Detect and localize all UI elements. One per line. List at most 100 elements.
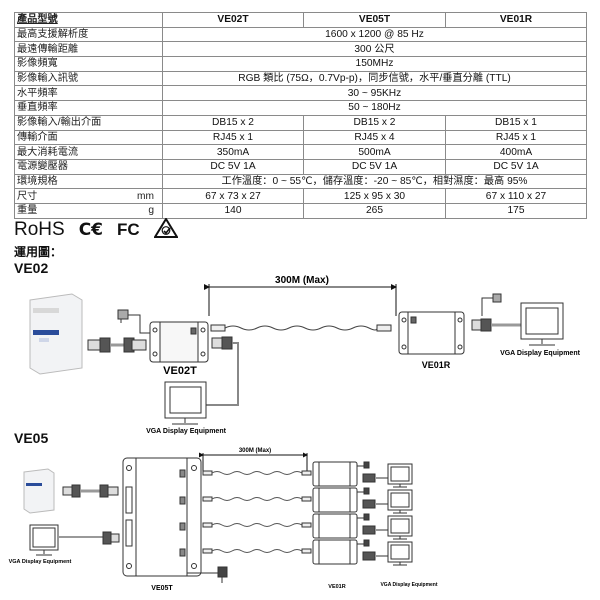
ve05t-device xyxy=(122,457,202,577)
ve02-title: VE02 xyxy=(14,260,49,276)
spec-label-text: 尺寸 xyxy=(17,190,38,202)
pc-tower-icon xyxy=(23,468,55,514)
spec-label-text: 重量 xyxy=(17,205,38,217)
spec-value: 125 x 95 x 30 xyxy=(303,188,446,204)
ve02t-label: VE02T xyxy=(163,365,197,377)
ve01r-device xyxy=(398,311,465,355)
certification-logos: RoHS C€ FC xyxy=(14,216,179,243)
monitor-icon xyxy=(387,489,413,514)
spec-label-text: 水平頻率 xyxy=(17,87,58,99)
spec-label-text: 影像輸入/輸出介面 xyxy=(17,117,102,129)
spec-label: 最高支援解析度 xyxy=(14,26,163,43)
ce-logo: C€ xyxy=(78,220,103,240)
header-label: 產品型號 xyxy=(14,12,163,28)
ve02-local-display-label: VGA Display Equipment xyxy=(146,428,227,435)
monitor-icon xyxy=(387,463,413,488)
spec-label-text: 影像頻寬 xyxy=(17,58,58,70)
spec-value: 265 xyxy=(303,202,446,219)
ve02-diagram: 300M (Max) VE02T VGA Display Equipment V… xyxy=(29,275,581,435)
spec-value: RJ45 x 1 xyxy=(162,129,304,146)
spec-label: 最遠傳輸距離 xyxy=(14,41,163,58)
spec-row: 環境規格 工作溫度：0 ~ 55℃，儲存溫度：-20 ~ 85℃，相對濕度：最高 … xyxy=(14,173,587,190)
spec-label-text: 環境規格 xyxy=(17,175,58,187)
vga-cable-icon xyxy=(62,484,119,498)
monitor-icon xyxy=(520,302,564,346)
spec-value: 50 ~ 180Hz xyxy=(162,100,587,116)
spec-label-text: 最大消耗電流 xyxy=(17,146,79,158)
ve05-remote-display-label: VGA Display Equipment xyxy=(380,582,437,588)
model-header: VE02T xyxy=(162,12,304,28)
spec-label: 垂直頻率 xyxy=(14,100,163,116)
spec-value: 300 公尺 xyxy=(162,41,587,58)
spec-row: 影像輸入訊號 RGB 類比 (75Ω，0.7Vp-p)，同步信號，水平/垂直分離 … xyxy=(14,70,587,87)
fc-logo: FC xyxy=(117,220,140,239)
spec-label: 影像輸入/輸出介面 xyxy=(14,114,163,131)
ve01r-device xyxy=(312,539,358,565)
spec-label-text: 最遠傳輸距離 xyxy=(17,43,79,55)
monitor-icon xyxy=(387,515,413,540)
spec-label: 影像輸入訊號 xyxy=(14,70,163,87)
spec-value: RGB 類比 (75Ω，0.7Vp-p)，同步信號，水平/垂直分離 (TTL) xyxy=(162,70,587,87)
spec-label-text: 電源變壓器 xyxy=(17,161,68,173)
ve05-local-display-label: VGA Display Equipment xyxy=(9,559,72,565)
monitor-icon xyxy=(387,541,413,566)
ve05-receiver-label: VE01R xyxy=(328,584,345,590)
spec-label: 水平頻率 xyxy=(14,85,163,102)
ve02t-device xyxy=(149,321,209,363)
spec-row: 最遠傳輸距離 300 公尺 xyxy=(14,41,587,58)
spec-label: 電源變壓器 xyxy=(14,158,163,175)
pc-tower-icon xyxy=(29,293,83,375)
spec-value: DB15 x 2 xyxy=(303,114,446,131)
model-header: VE05T xyxy=(303,12,446,28)
spec-value: 140 xyxy=(162,202,304,219)
spec-value: 500mA xyxy=(303,144,446,160)
spec-value: 工作溫度：0 ~ 55℃，儲存溫度：-20 ~ 85℃，相對濕度：最高 95% xyxy=(162,173,587,190)
spec-value: DB15 x 2 xyxy=(162,114,304,131)
spec-value: 1600 x 1200 @ 85 Hz xyxy=(162,26,587,43)
spec-value: 175 xyxy=(445,202,587,219)
monitor-icon xyxy=(164,381,207,425)
spec-value: 400mA xyxy=(445,144,587,160)
spec-unit: g xyxy=(148,205,154,217)
spec-value: RJ45 x 4 xyxy=(303,129,446,146)
spec-label: 環境規格 xyxy=(14,173,163,190)
spec-value: 67 x 110 x 27 xyxy=(445,188,587,204)
spec-label: 最大消耗電流 xyxy=(14,144,163,160)
rcm-logo xyxy=(152,216,179,243)
ve01r-device xyxy=(312,487,358,513)
ve01r-label: VE01R xyxy=(422,360,451,370)
spec-label: 重量 g xyxy=(14,202,163,219)
ve02-remote-display-label: VGA Display Equipment xyxy=(500,350,581,357)
spec-value: DB15 x 1 xyxy=(445,114,587,131)
ve05-diagram: VGA Display Equipment VE05T 300M (Max) V… xyxy=(9,448,438,592)
model-header: VE01R xyxy=(445,12,587,28)
usage-heading: 運用圖： xyxy=(14,245,63,259)
spec-value: DC 5V 1A xyxy=(162,158,304,175)
ve05-receiver-link xyxy=(202,539,413,566)
ve01r-device xyxy=(312,513,358,539)
ve05-receiver-link xyxy=(202,513,413,540)
ve02-distance-label: 300M (Max) xyxy=(275,275,329,286)
ve05-receiver-link xyxy=(202,487,413,514)
spec-label-text: 最高支援解析度 xyxy=(17,29,89,41)
spec-value: DC 5V 1A xyxy=(303,158,446,175)
ve05-distance-label: 300M (Max) xyxy=(239,448,271,454)
spec-unit: mm xyxy=(137,190,154,202)
spec-label: 傳輸介面 xyxy=(14,129,163,146)
vga-cable-icon xyxy=(87,337,147,353)
spec-value: 67 x 73 x 27 xyxy=(162,188,304,204)
spec-label-text: 影像輸入訊號 xyxy=(17,73,79,85)
spec-label: 尺寸 mm xyxy=(14,188,163,204)
spec-value: RJ45 x 1 xyxy=(445,129,587,146)
